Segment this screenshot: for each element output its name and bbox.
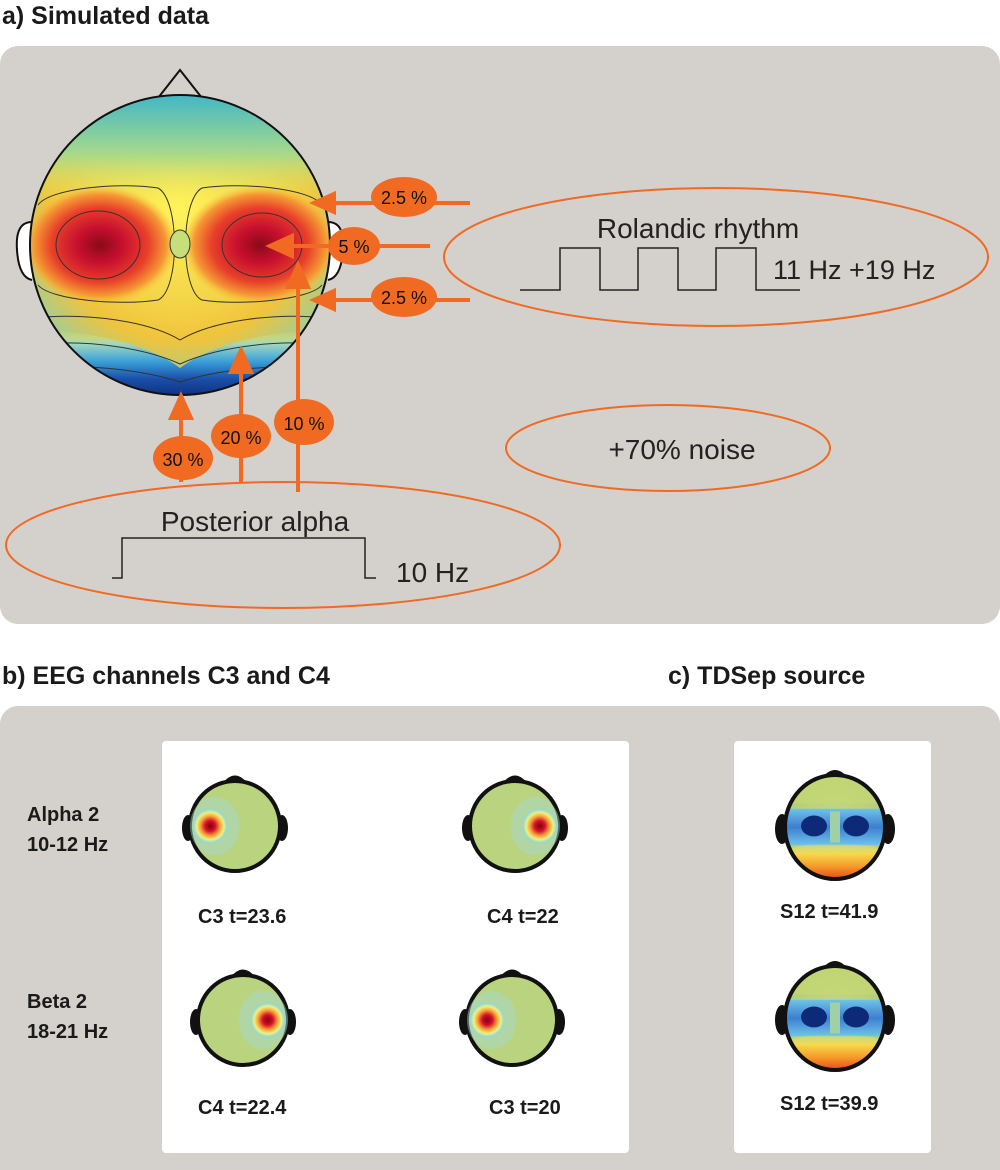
heading-simulated-data: a) Simulated data — [2, 2, 209, 30]
row-range-beta2: 18-21 Hz — [27, 1021, 109, 1043]
row-label-alpha2: Alpha 2 10-12 Hz — [27, 800, 108, 860]
badge-20-text: 20 % — [220, 428, 261, 448]
eeg-map-c4-alpha — [462, 775, 568, 873]
rolandic-waveform — [520, 247, 800, 291]
caption-map-c4-beta: C4 t=22.4 — [198, 1097, 287, 1119]
posterior-waveform — [112, 537, 376, 579]
posterior-alpha-label: Posterior alpha — [161, 506, 350, 537]
row-band-alpha2: Alpha 2 — [27, 804, 100, 826]
badge-30 — [153, 436, 213, 480]
heading-tdsep-source: c) TDSep source — [668, 662, 866, 690]
head-nose — [157, 68, 203, 99]
rolandic-frequency: 11 Hz +19 Hz — [773, 255, 935, 285]
rolandic-rhythm-oval — [443, 187, 989, 327]
caption-source-alpha: S12 t=41.9 — [780, 901, 879, 923]
badge-10-text: 10 % — [283, 414, 324, 434]
badge-lower-2-5-text: 2.5 % — [381, 288, 427, 308]
badge-middle-5-text: 5 % — [338, 237, 369, 257]
caption-map-c3-alpha: C3 t=23.6 — [198, 906, 287, 928]
badge-middle-5 — [328, 227, 380, 265]
badge-lower-2-5 — [371, 277, 437, 317]
heading-eeg-channels: b) EEG channels C3 and C4 — [2, 662, 330, 690]
source-map-beta — [775, 961, 895, 1072]
head-left-ear — [15, 221, 33, 281]
rolandic-rhythm-label: Rolandic rhythm — [597, 213, 799, 244]
row-band-beta2: Beta 2 — [27, 991, 88, 1013]
eeg-map-c4-beta — [190, 969, 296, 1067]
source-map-alpha — [775, 770, 895, 881]
caption-source-beta: S12 t=39.9 — [780, 1093, 879, 1115]
badge-upper-2-5 — [371, 177, 437, 217]
badge-upper-2-5-text: 2.5 % — [381, 188, 427, 208]
posterior-alpha-oval — [5, 481, 561, 609]
row-label-beta2: Beta 2 18-21 Hz — [27, 987, 108, 1047]
posterior-frequency: 10 Hz — [396, 557, 469, 588]
row-range-alpha2: 10-12 Hz — [27, 834, 109, 856]
caption-map-c4-alpha: C4 t=22 — [487, 906, 559, 928]
noise-oval — [505, 404, 831, 492]
caption-map-c3-beta: C3 t=20 — [489, 1097, 561, 1119]
noise-label: +70% noise — [608, 434, 755, 465]
eeg-map-c3-beta — [459, 969, 565, 1067]
badge-20 — [211, 414, 271, 458]
eeg-map-c3-alpha — [182, 775, 288, 873]
badge-30-text: 30 % — [162, 450, 203, 470]
badge-10 — [274, 399, 334, 445]
